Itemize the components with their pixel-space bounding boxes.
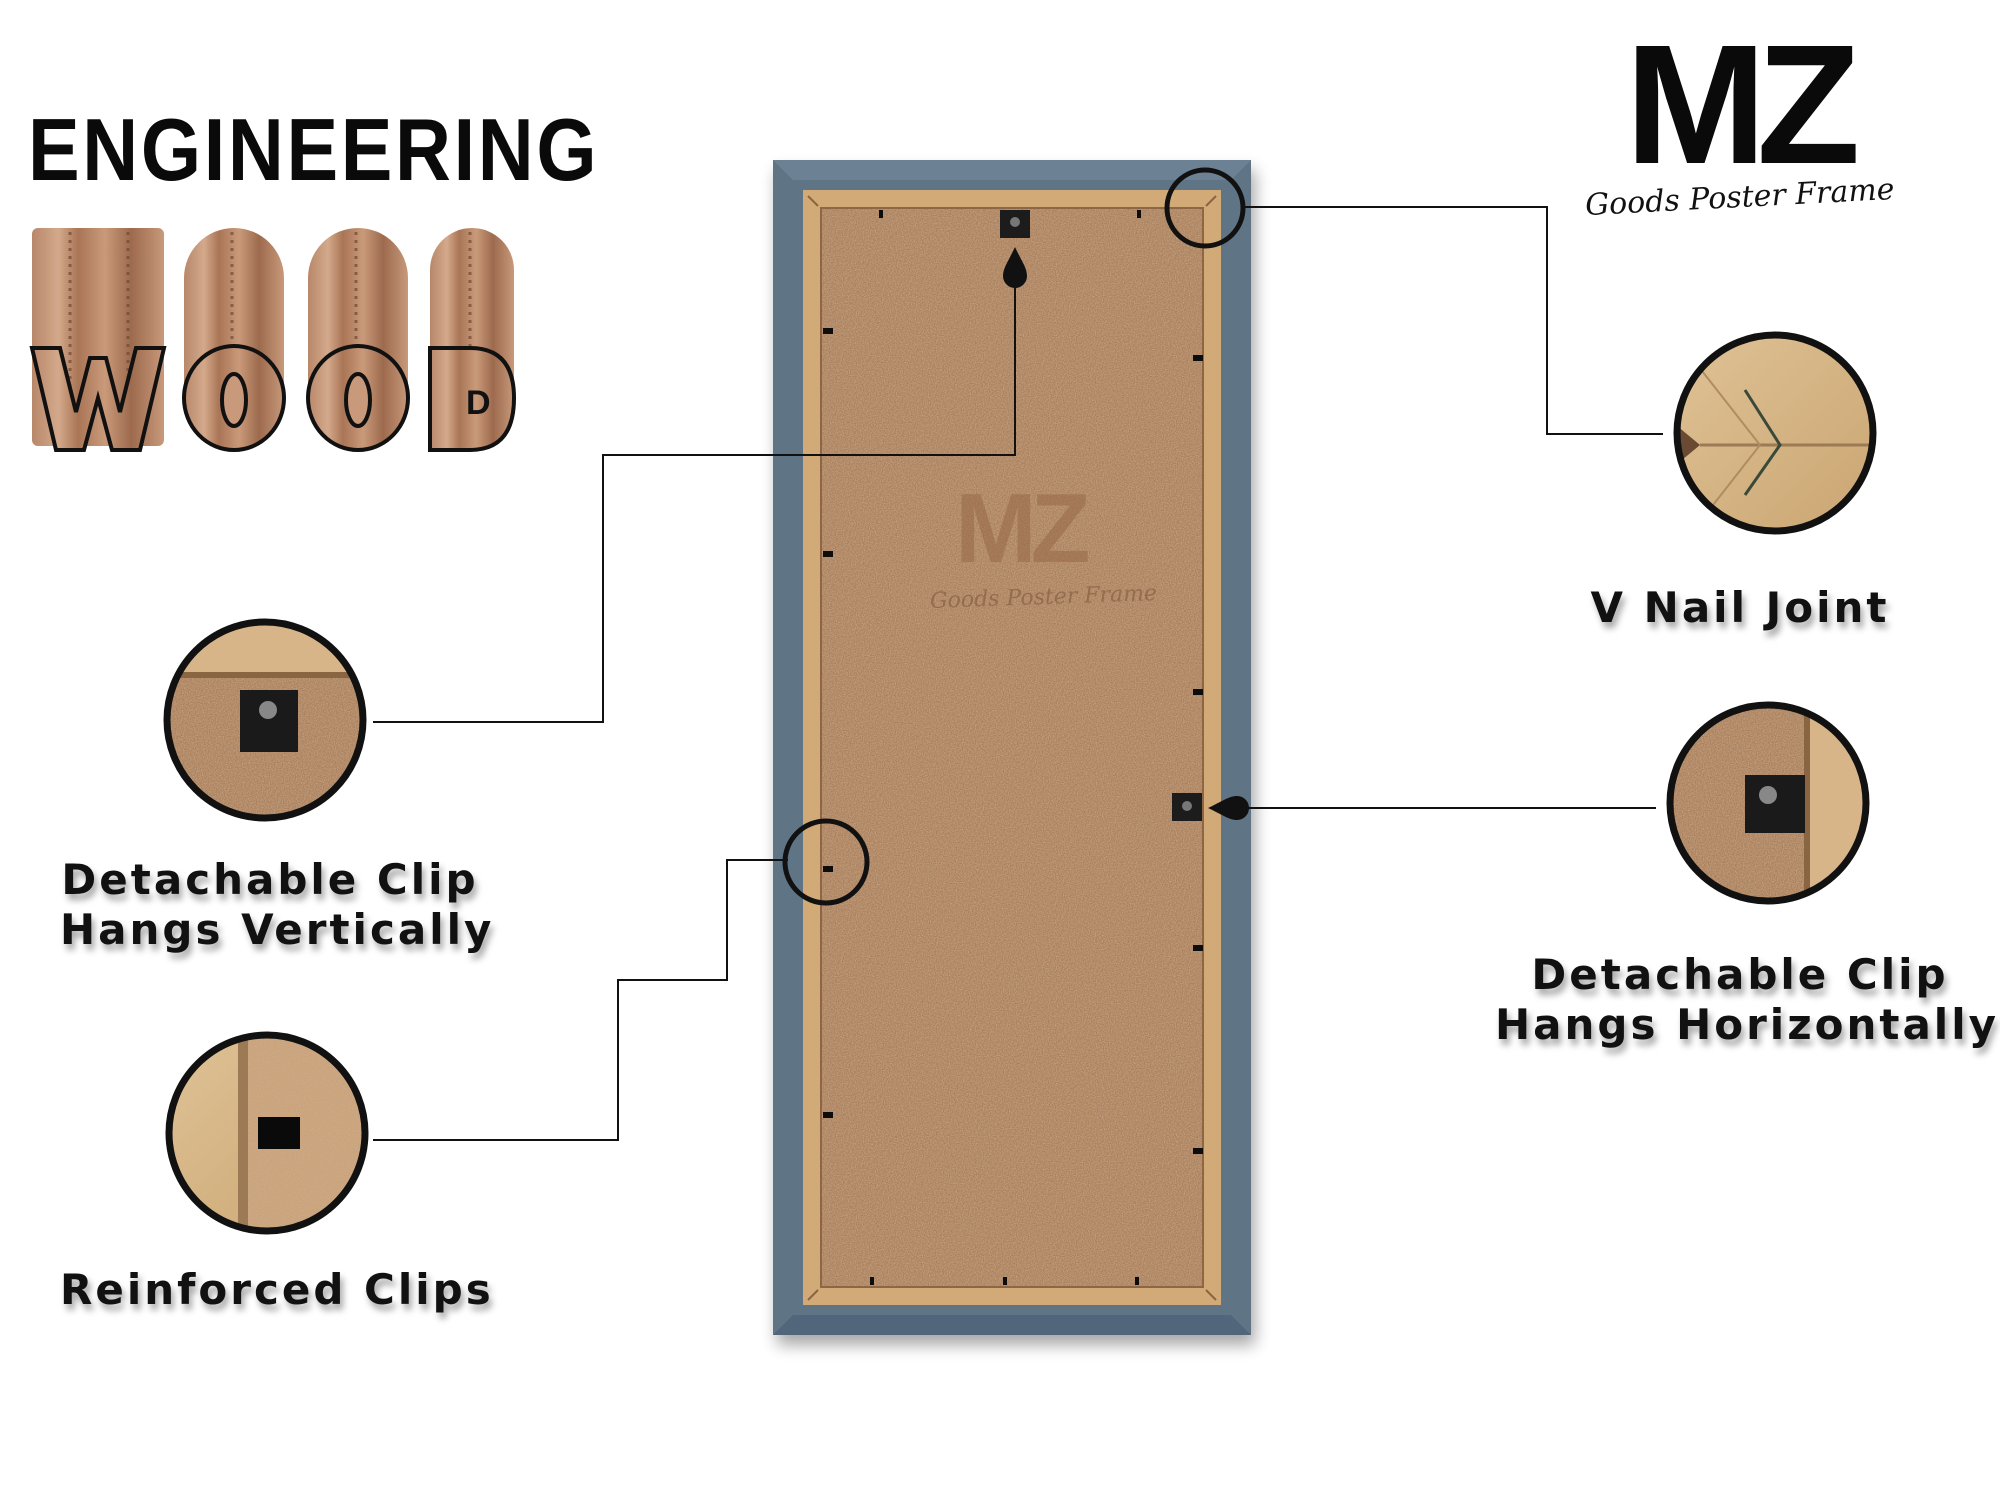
callout-lines	[373, 206, 1663, 1141]
highlight-ring-corner	[1164, 167, 1246, 249]
closeup-horizontal-clip	[1666, 701, 1870, 905]
poster-frame	[773, 160, 1251, 1335]
pin-marker-top	[1003, 247, 1027, 288]
brand-logo-mark: MZ	[1625, 10, 1860, 200]
label-line: V Nail Joint	[1590, 583, 1890, 632]
pin-marker-side	[1208, 796, 1249, 820]
label-line: Hangs Horizontally	[1495, 1000, 1999, 1049]
closeup-vertical-clip	[163, 618, 367, 822]
engineering-heading: ENGINEERING	[28, 100, 600, 199]
label-line: Reinforced Clips	[60, 1265, 494, 1314]
side-hanger-clip	[1172, 793, 1202, 821]
label-v-nail-joint: V Nail Joint	[1575, 583, 1905, 633]
edge-clips	[823, 210, 1203, 1285]
top-hanger-clip	[1000, 210, 1030, 238]
label-line: Detachable Clip	[1531, 950, 1949, 999]
wood-heading-graphic: D	[29, 228, 517, 452]
highlight-ring-clip	[782, 818, 870, 906]
label-line: Detachable Clip	[61, 855, 479, 904]
wood-letters-front: D	[29, 344, 517, 452]
label-detachable-clip-horizontal: Detachable Clip Hangs Horizontally	[1495, 950, 1999, 1050]
label-reinforced-clips: Reinforced Clips	[60, 1265, 494, 1315]
svg-text:D: D	[466, 384, 491, 422]
closeup-v-nail-joint	[1673, 331, 1877, 535]
closeup-reinforced-clip	[165, 1031, 369, 1235]
label-line: Hangs Vertically	[60, 905, 495, 954]
backing-watermark-mark: MZ	[955, 473, 1090, 583]
label-detachable-clip-vertical: Detachable Clip Hangs Vertically	[60, 855, 495, 955]
